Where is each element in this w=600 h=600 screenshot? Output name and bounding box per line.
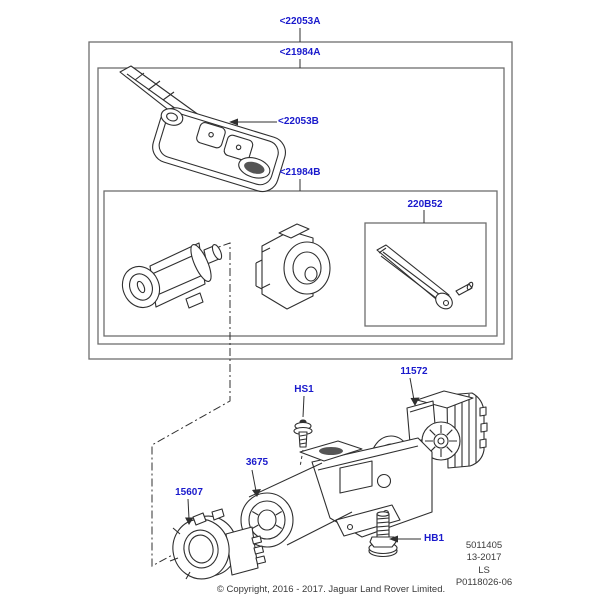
housing-body [311,437,433,538]
arrowhead-3675 [252,489,261,497]
bolt-hex-head [369,536,397,548]
arrowhead-15607 [185,517,194,525]
cylinder-face-inner [128,273,154,301]
immobiliser-ring-drawing [169,508,267,580]
callout-15607[interactable]: 15607 [175,487,203,498]
key-fob-logo [244,161,265,174]
ring-face-ticks [169,527,191,580]
door-lock-barrel [283,241,331,295]
screw-threads [299,434,307,445]
key-fob-button-2-dot [235,144,242,151]
housing-barrel-core [257,509,277,531]
ring-connector [225,526,259,576]
switch-hub-center [437,437,445,445]
ignition-lock-cylinder-drawing [121,242,223,309]
housing-barrel-mid [248,500,286,540]
shear-screw-drawing [293,419,313,448]
copyright-notice: © Copyright, 2016 - 2017. Jaguar Land Ro… [216,584,446,595]
cylinder-tab [185,292,204,309]
ring-tab-1 [192,512,207,526]
sheet-info-block: 5011405 13-2017 LS P0118026-06 [438,540,530,590]
callout-22053A[interactable]: <22053A [279,16,321,27]
ring-inner [183,529,219,569]
callout-21984A[interactable]: <21984A [279,47,321,58]
callout-HB1[interactable]: HB1 [424,533,445,544]
blade-grooves [380,251,445,302]
callout-HS1[interactable]: HS1 [294,384,314,395]
flange-bolt-drawing [368,511,398,558]
switch-face-spokes [425,425,457,457]
leader-15607 [187,498,190,520]
sheet-plate-code: P0118026-06 [455,577,513,589]
sheet-date-code: 13-2017 [466,552,502,564]
cylinder-keyhole [136,280,146,294]
key-fob-button-2 [223,134,254,161]
callout-21984B[interactable]: <21984B [279,167,321,178]
ring-tab-2 [211,508,225,521]
callout-11572[interactable]: 11572 [400,366,428,377]
blade-pin [455,283,473,296]
leader-11572 [409,377,415,401]
blade-tip [378,247,387,254]
callout-3675[interactable]: 3675 [245,457,269,468]
box-21984A [97,67,505,345]
housing-body-seam [317,445,419,471]
bolt-tip [376,511,390,517]
callout-220B52[interactable]: 220B52 [407,199,443,210]
ring-connector-pins [251,535,267,565]
key-pivot-inner [166,112,178,122]
cylinder-rear-cap [190,243,212,283]
switch-hub [433,433,449,449]
bolt-shaft [376,513,390,538]
flip-key-drawing [119,65,286,193]
switch-drum-lugs [479,406,488,449]
housing-barrel-lines [248,462,353,546]
callout-22053B[interactable]: <22053B [278,116,319,127]
bolt-threads [376,517,390,536]
housing-top-pad-slot [319,447,343,455]
box-220B52 [364,222,487,327]
blade-bow-hole [442,299,450,307]
sheet-drawing-number: 5011405 [465,540,503,551]
key-blade-cuts [134,72,175,101]
leader-3675 [251,469,257,492]
arrowhead-HB1 [389,535,398,543]
blade-pin-end [466,281,474,291]
cylinder-knob-end [211,244,223,260]
door-lock-clip [278,223,310,239]
centerline-dashdot [147,242,231,567]
key-pivot [160,108,184,126]
switch-connector-seam [409,404,434,413]
door-lock-cylinder-drawing [255,223,331,310]
cylinder-face [121,265,161,309]
ignition-switch-drawing [406,390,488,469]
key-fob-button-1 [196,122,226,149]
housing-window [339,460,373,494]
ring-bore [188,534,214,564]
arrowhead-22053B [229,118,238,126]
leader-HS1 [302,395,305,418]
lock-housing-drawing [240,435,433,548]
door-lock-ribs [255,247,271,290]
housing-bracket-hole-1 [346,523,354,531]
housing-hole [376,473,392,489]
emergency-key-blade-drawing [376,244,474,310]
sheet-market-code: LS [478,564,490,576]
key-fob-button-1-dot [208,131,214,138]
housing-barrel-spokes [252,511,282,529]
switch-top-face [416,390,474,409]
arrowhead-11572 [410,397,420,406]
door-lock-barrel-inner [292,251,322,285]
door-lock-barrel-core [304,266,318,282]
key-fob-face-seam [158,112,279,186]
